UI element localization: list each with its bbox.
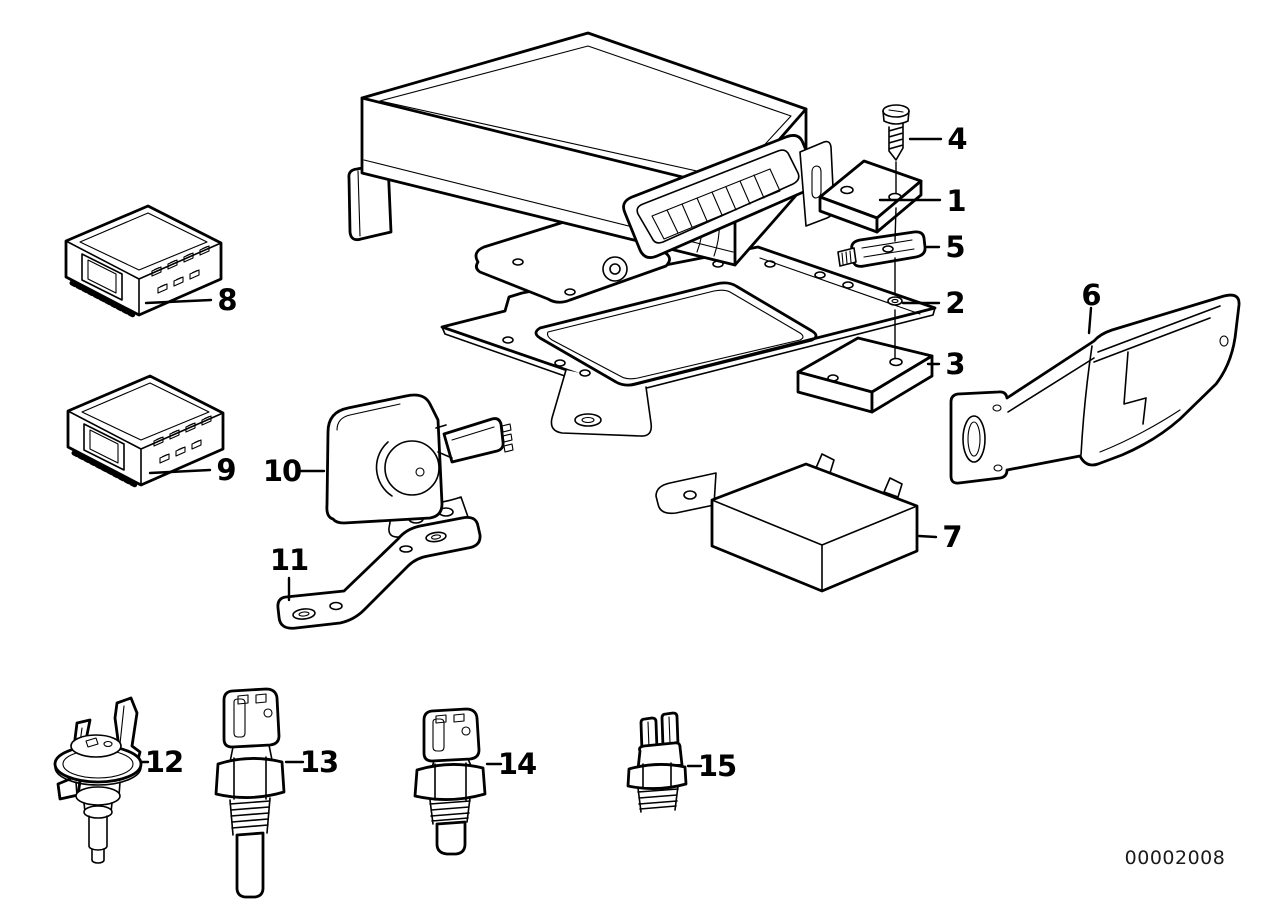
- callout-2[interactable]: 2: [945, 286, 965, 320]
- callout-11[interactable]: 11: [270, 543, 309, 577]
- callout-15[interactable]: 15: [698, 749, 737, 783]
- callout-3[interactable]: 3: [945, 347, 965, 381]
- part-15-switch: [626, 711, 688, 813]
- part-14-sensor: [413, 707, 487, 856]
- part-6-carrier: [949, 293, 1241, 485]
- callout-leader-lines: [140, 137, 1093, 768]
- callout-labels: 1 2 3 4 5 6 7 8 9 10 11 12 13 14 15: [145, 122, 1102, 783]
- callout-4[interactable]: 4: [947, 122, 967, 156]
- diagram-code: 00002008: [1125, 847, 1226, 869]
- callout-13[interactable]: 13: [300, 745, 339, 779]
- callout-6[interactable]: 6: [1081, 278, 1101, 312]
- part-7-module: [655, 453, 919, 593]
- callout-5[interactable]: 5: [945, 230, 965, 264]
- callout-7[interactable]: 7: [942, 520, 962, 554]
- part-10-sensor: [325, 393, 514, 538]
- part-13-sensor: [214, 687, 286, 899]
- part-4-screw: [882, 104, 910, 161]
- callout-1[interactable]: 1: [946, 184, 966, 218]
- part-2-base-plate: [440, 245, 937, 437]
- ecu-control-unit: [347, 31, 835, 304]
- screw-axis-line: [894, 161, 897, 359]
- part-12-sensor: [53, 696, 143, 864]
- part-3-bracket: [796, 336, 934, 414]
- callout-10[interactable]: 10: [263, 454, 302, 488]
- part-5-clip: [837, 230, 927, 268]
- part-11-bracket: [276, 515, 482, 630]
- callout-9[interactable]: 9: [216, 453, 236, 487]
- callout-12[interactable]: 12: [145, 745, 184, 779]
- part-1-bracket: [818, 159, 923, 234]
- callout-14[interactable]: 14: [498, 747, 537, 781]
- callout-8[interactable]: 8: [217, 283, 237, 317]
